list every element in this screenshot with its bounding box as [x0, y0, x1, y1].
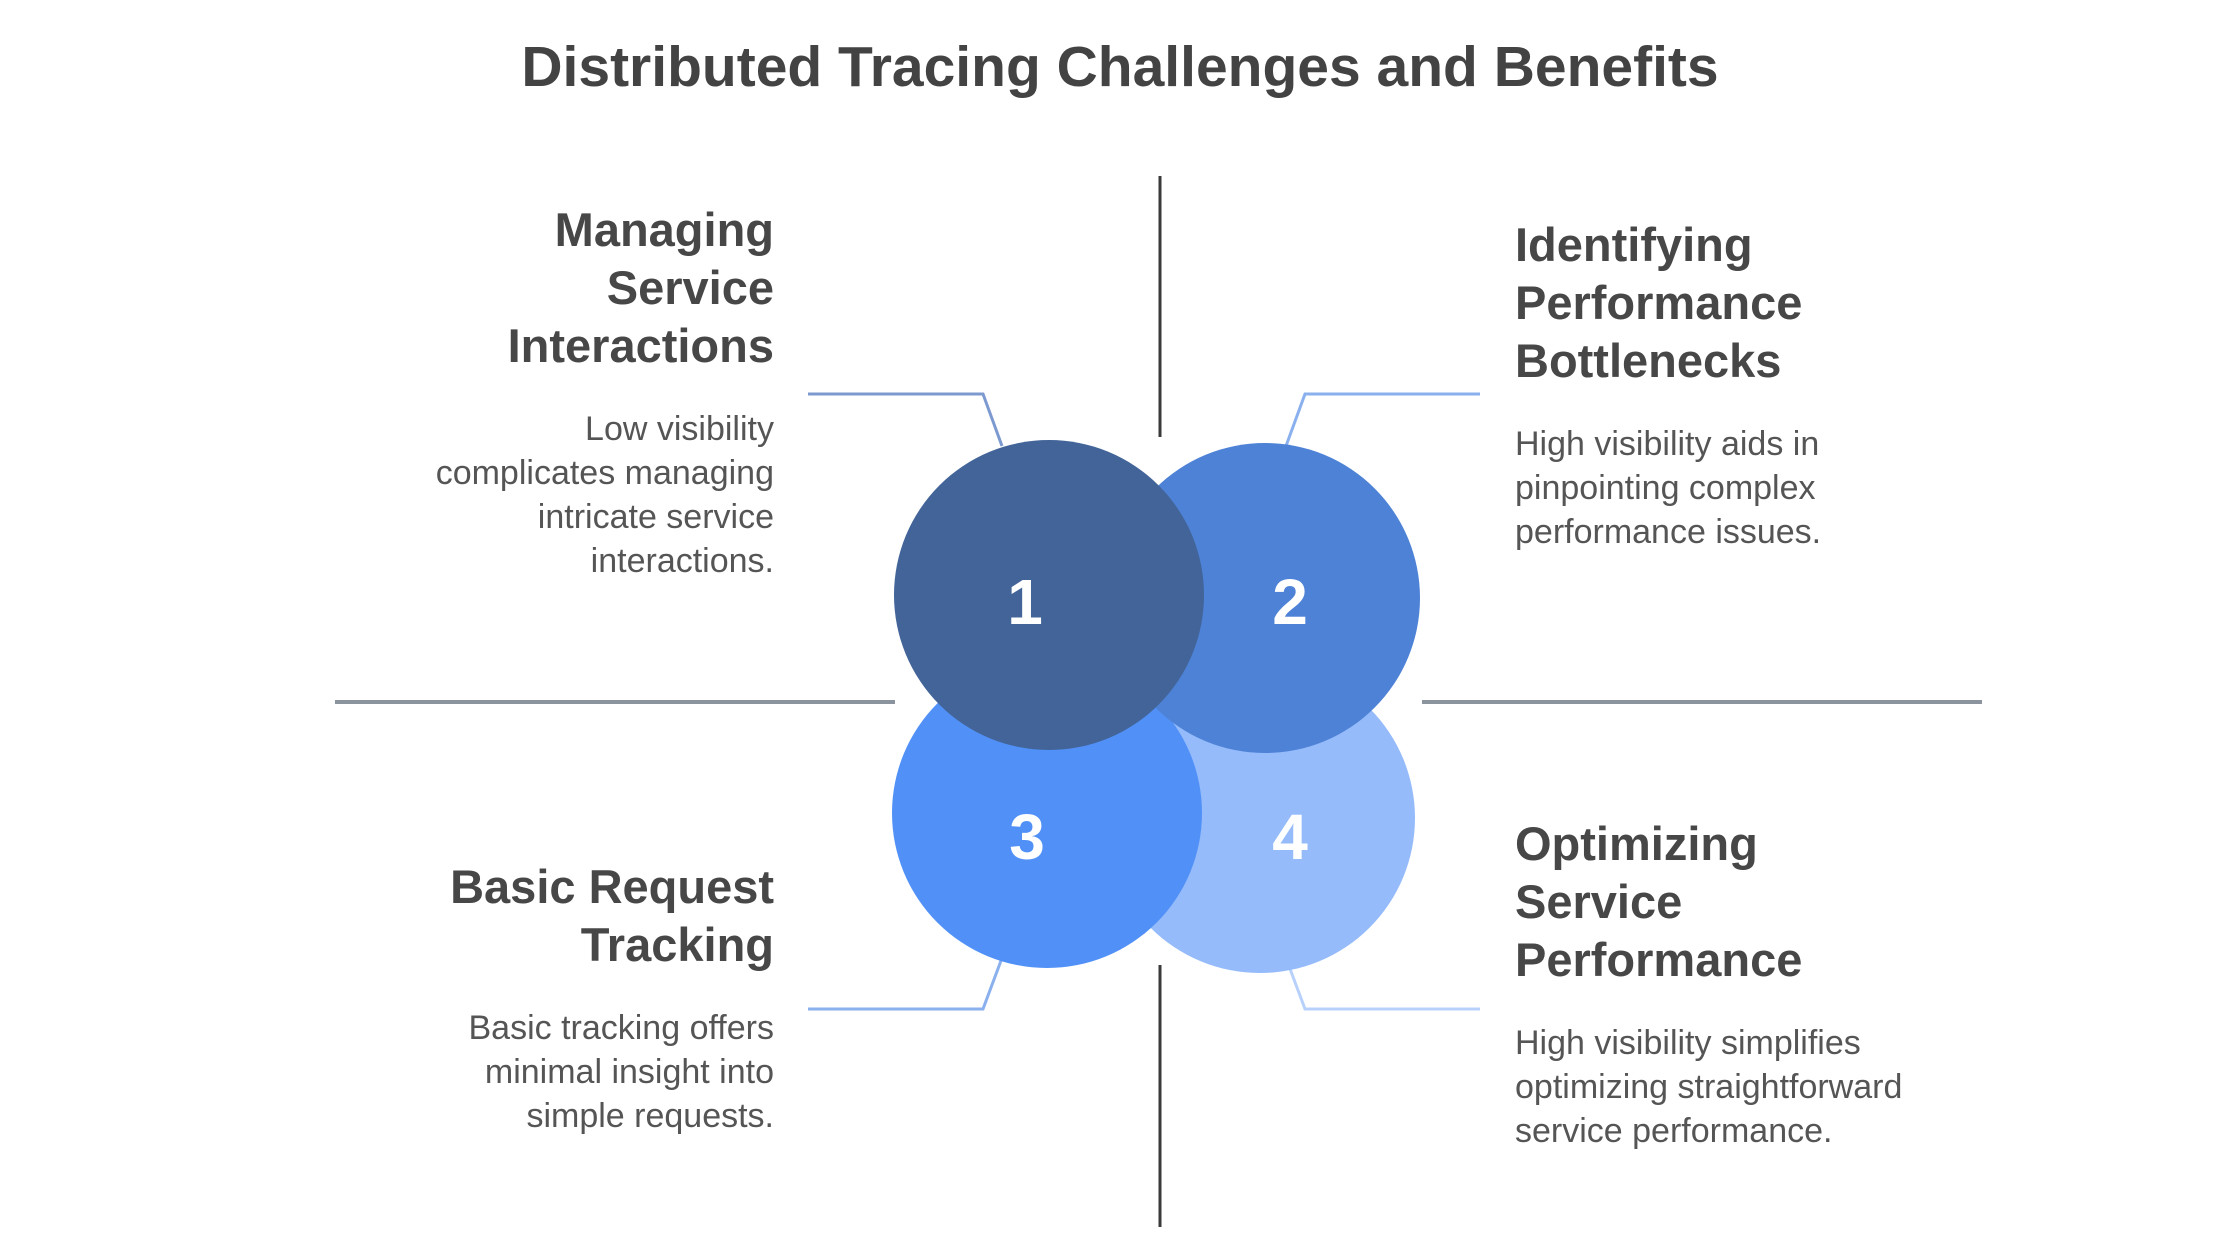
quadrant-4-number: 4: [1272, 801, 1308, 873]
connector-3: [808, 957, 1004, 1011]
quadrant-2: Identifying Performance Bottlenecks High…: [1515, 216, 1945, 554]
circle-3: [892, 658, 1202, 968]
quadrant-2-heading: Identifying Performance Bottlenecks: [1515, 218, 1803, 387]
quadrant-3: Basic Request Tracking Basic tracking of…: [344, 858, 774, 1138]
quadrant-3-number: 3: [1009, 801, 1045, 873]
circle-2: [1110, 443, 1420, 753]
quadrant-2-number: 2: [1272, 566, 1308, 638]
connector-1: [808, 392, 1004, 447]
quadrant-3-description: Basic tracking offers minimal insight in…: [468, 1009, 774, 1135]
quadrant-1-heading: Managing Service Interactions: [507, 203, 774, 372]
quadrant-4-description: High visibility simplifies optimizing st…: [1515, 1024, 1903, 1150]
quadrant-1-number: 1: [1007, 566, 1043, 638]
quadrant-4: Optimizing Service Performance High visi…: [1515, 815, 1945, 1153]
quadrant-1-description: Low visibility complicates managing intr…: [435, 410, 774, 580]
connector-2: [1284, 392, 1480, 447]
quadrant-2-description: High visibility aids in pinpointing comp…: [1515, 425, 1822, 551]
quadrant-1: Managing Service Interactions Low visibi…: [344, 201, 774, 583]
diagram-title: Distributed Tracing Challenges and Benef…: [521, 35, 1719, 99]
quadrant-3-heading: Basic Request Tracking: [450, 860, 774, 971]
connector-4: [1284, 957, 1480, 1011]
quadrant-4-heading: Optimizing Service Performance: [1515, 817, 1803, 986]
circle-1: [894, 440, 1204, 750]
